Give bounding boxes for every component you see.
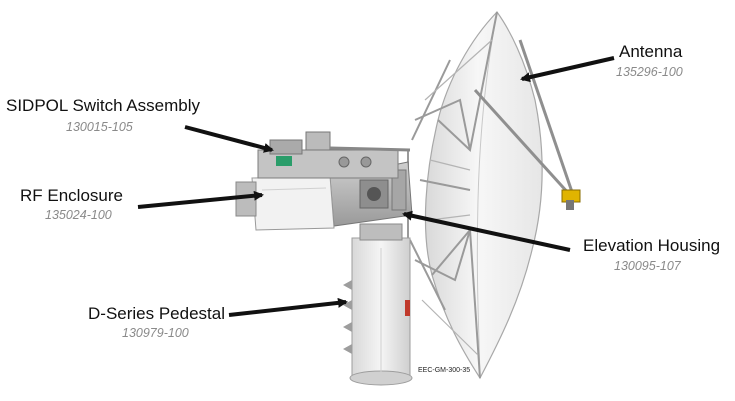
callout-arrows <box>137 56 615 317</box>
dish-reflector <box>407 11 543 380</box>
rf-enclosure <box>235 175 335 231</box>
feed-horn <box>561 189 581 210</box>
rf-enclosure-label: RF Enclosure <box>20 186 123 205</box>
pedestal-body <box>343 223 413 386</box>
feed-struts <box>473 39 574 197</box>
sidpol-switch-assembly <box>257 131 411 179</box>
pedestal-label: D-Series Pedestal <box>88 304 226 323</box>
arrow-rf <box>137 190 264 209</box>
arrow-elevation <box>402 210 571 252</box>
arrow-pedestal <box>228 297 348 317</box>
sidpol-part-number: 130015-105 <box>66 120 133 134</box>
arrow-antenna <box>520 56 615 83</box>
sidpol-label: SIDPOL Switch Assembly <box>6 96 200 115</box>
antenna-part-number: 135296-100 <box>616 65 683 79</box>
elevation-housing-label: Elevation Housing <box>583 236 721 255</box>
figure-code: EEC-GM-300-35 <box>418 367 471 374</box>
antenna-label: Antenna <box>619 42 683 61</box>
rf-enclosure-part-number: 135024-100 <box>45 208 112 222</box>
elevation-housing-part-number: 130095-107 <box>614 259 681 273</box>
arrow-sidpol <box>184 125 274 153</box>
pedestal-part-number: 130979-100 <box>122 326 189 340</box>
